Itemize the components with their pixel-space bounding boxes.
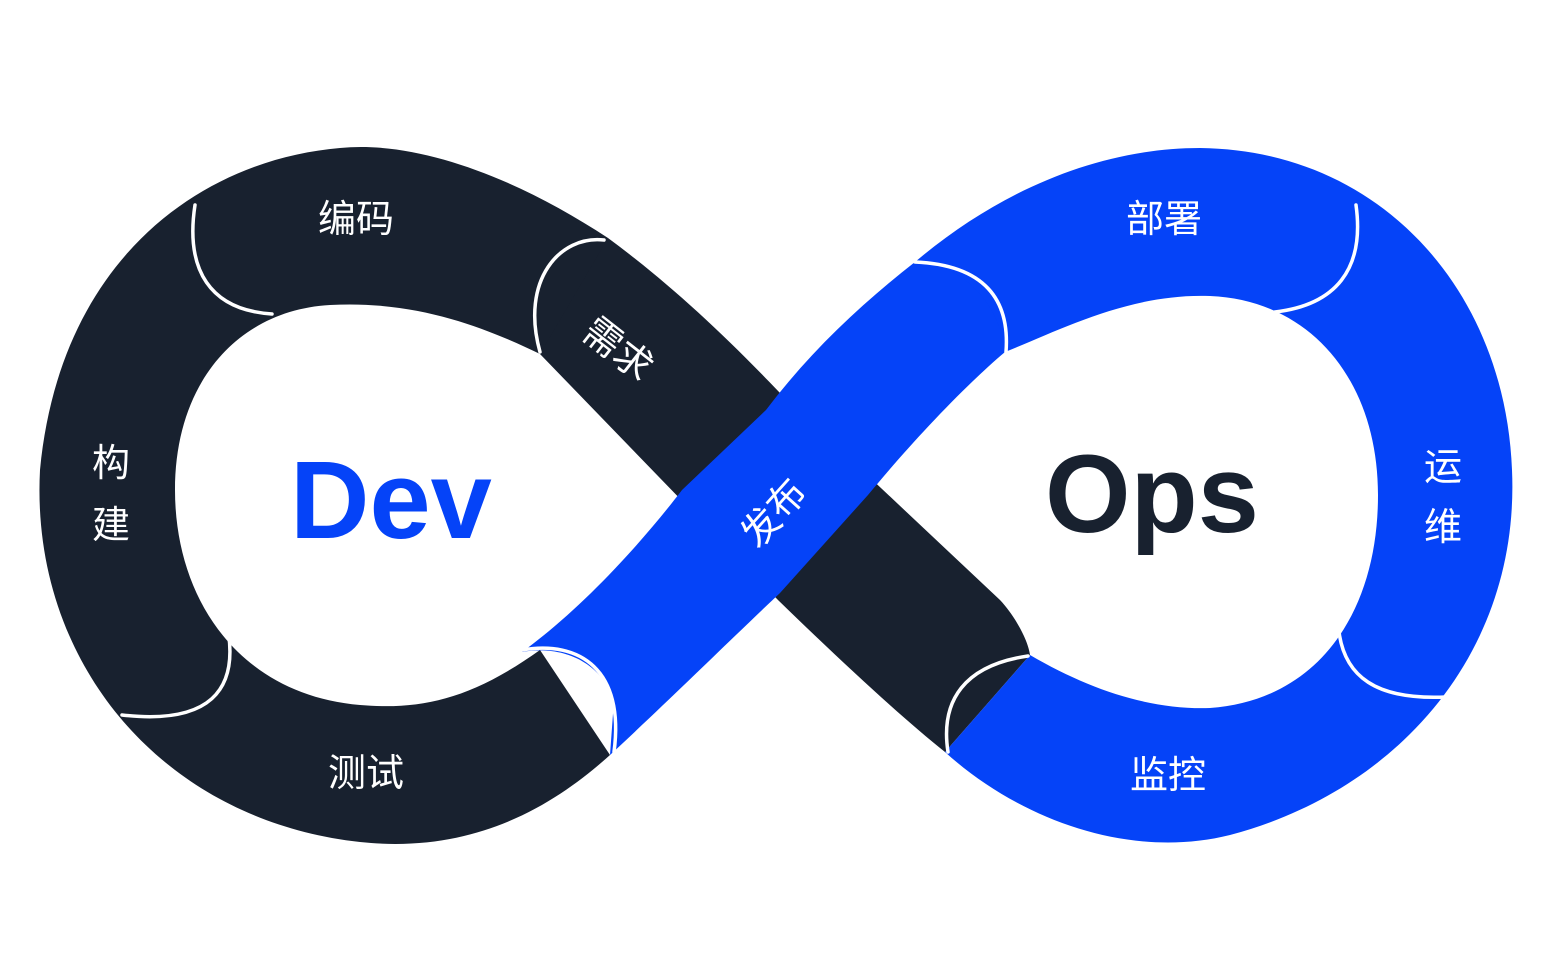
stage-label-deploy: 部署 — [1126, 197, 1202, 241]
divider-build-test — [120, 628, 232, 719]
stage-label-operate-char1: 运 — [1424, 445, 1462, 489]
stage-label-operate-char2: 维 — [1424, 505, 1462, 549]
divider-release-deploy — [913, 260, 1009, 354]
dev-loop-ring — [39, 146, 610, 844]
divider-coding-requirements — [533, 237, 606, 354]
divider-operate-monitor — [1336, 618, 1448, 700]
stage-label-build-char2: 建 — [92, 503, 130, 547]
stage-label-monitor: 监控 — [1130, 753, 1206, 797]
ops-title: Ops — [1045, 433, 1259, 556]
stage-label-coding: 编码 — [318, 197, 394, 241]
dev-title: Dev — [290, 439, 492, 562]
divider-monitor-lowerband — [944, 654, 1030, 754]
stage-label-build-char1: 构 — [92, 441, 130, 485]
divider-build-coding — [191, 203, 274, 316]
divider-test-release — [520, 646, 618, 754]
ops-loop-ring — [915, 148, 1513, 843]
stage-label-test: 测试 — [328, 751, 404, 795]
divider-deploy-operate — [1273, 203, 1360, 314]
release-bridge-band — [522, 262, 1005, 755]
